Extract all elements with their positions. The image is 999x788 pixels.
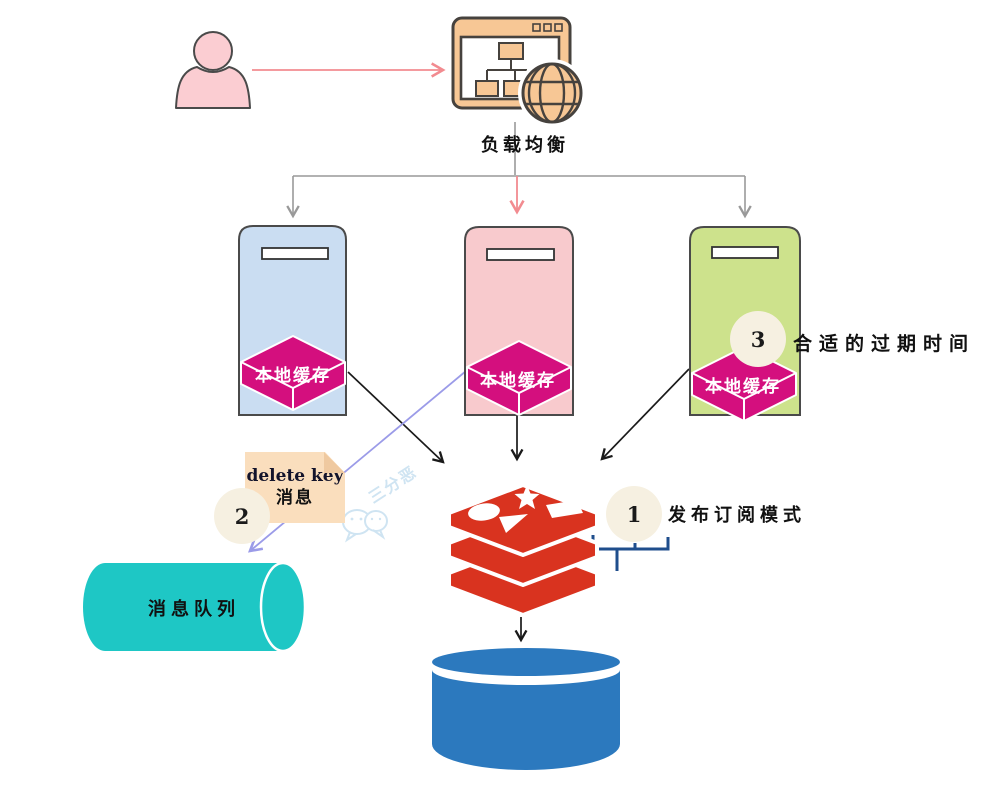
parallelogram-icon (546, 500, 583, 518)
cache-box-icon (466, 340, 572, 416)
message-queue-label: 消息队列 (148, 599, 240, 620)
database-cylinder-icon (432, 648, 620, 770)
step-1-badge: 1 (606, 486, 662, 542)
cache-box-icon (240, 335, 346, 411)
note-text-line2: 消息 (276, 487, 314, 508)
wechat-icon (342, 509, 388, 543)
redis-icon (447, 483, 599, 617)
browser-button-icon (532, 23, 541, 32)
ellipse-icon (468, 503, 500, 521)
pubsub-label: 发布订阅模式 (668, 505, 806, 526)
local-cache-label: 本地缓存 (705, 377, 781, 397)
cylinder-horizontal-icon (83, 561, 307, 653)
cache-box-icon (691, 346, 797, 422)
browser-button-icon (554, 23, 563, 32)
note-text-line1: delete key (246, 465, 344, 486)
green-server-to-redis-arrow (600, 368, 690, 461)
server-slot (486, 248, 555, 261)
server-slot (261, 247, 329, 260)
triangle-icon (499, 514, 528, 533)
step-2-badge: 2 (214, 488, 270, 544)
browser-globe-icon (451, 16, 586, 127)
step-3-badge: 3 (730, 311, 786, 367)
globe-icon (518, 59, 586, 127)
person-icon (175, 31, 251, 109)
server-slot (711, 246, 779, 259)
load-balancer-label: 负载均衡 (481, 135, 569, 156)
local-cache-label: 本地缓存 (480, 371, 556, 391)
local-cache-label: 本地缓存 (255, 366, 331, 386)
blue-server-to-redis-arrow (347, 371, 445, 464)
browser-button-icon (543, 23, 552, 32)
star-icon (514, 485, 540, 509)
expire-time-label: 合适的过期时间 (793, 333, 976, 355)
